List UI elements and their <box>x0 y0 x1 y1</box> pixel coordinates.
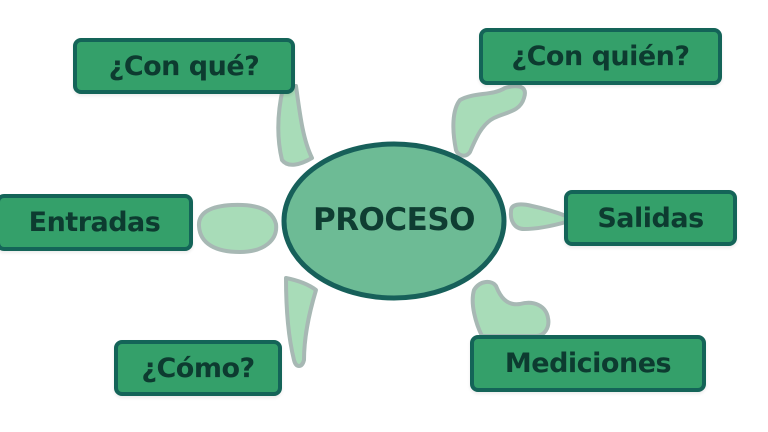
node-salidas: Salidas <box>564 190 737 246</box>
connector-entradas <box>197 202 279 254</box>
node-como: ¿Cómo? <box>114 340 282 396</box>
node-como-label: ¿Cómo? <box>141 352 255 384</box>
node-con-que: ¿Con qué? <box>73 38 295 94</box>
node-mediciones-label: Mediciones <box>504 348 672 379</box>
node-con-que-label: ¿Con qué? <box>108 50 260 82</box>
node-mediciones: Mediciones <box>470 335 706 392</box>
process-ellipse <box>281 141 507 301</box>
connector-con-quien <box>451 84 527 158</box>
connector-como <box>284 276 318 368</box>
connector-salidas <box>508 202 568 231</box>
node-con-quien-label: ¿Con quién? <box>511 41 690 72</box>
process-label: PROCESO <box>312 202 476 238</box>
node-entradas-label: Entradas <box>28 207 161 238</box>
connector-mediciones <box>470 279 551 338</box>
connector-con-que <box>276 84 314 167</box>
node-con-quien: ¿Con quién? <box>479 28 722 85</box>
node-entradas: Entradas <box>0 194 193 251</box>
node-salidas-label: Salidas <box>597 202 704 234</box>
